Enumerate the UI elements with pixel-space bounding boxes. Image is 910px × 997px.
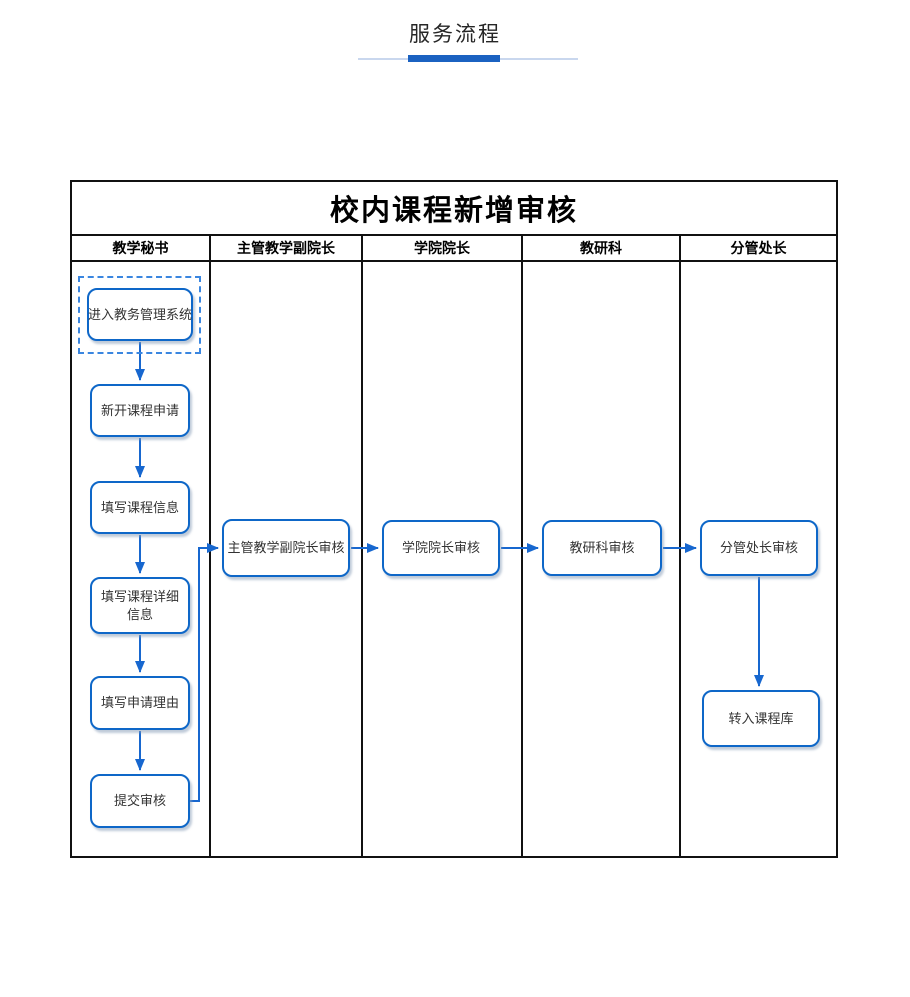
flow-node-vice-dean-review: 主管教学副院长审核 [222,519,350,577]
flow-node-new-course-request: 新开课程申请 [90,384,190,437]
lane-header-division-director: 分管处长 [730,240,787,256]
flow-node-dean-review: 学院院长审核 [382,520,500,576]
flow-node-transfer-course-library: 转入课程库 [702,690,820,747]
lane-header-college-dean: 学院院长 [363,236,523,260]
flow-node-research-section-review: 教研科审核 [542,520,662,576]
lane-header-research-section: 教研科 [523,236,681,260]
lane-research-section [523,262,681,856]
lane-college-dean [363,262,523,856]
flow-node-fill-course-details: 填写课程详细信息 [90,577,190,634]
page-header: 服务流程 [0,0,910,48]
flow-node-enter-system: 进入教务管理系统 [87,288,193,341]
lane-vice-dean [211,262,363,856]
flow-node-division-director-review: 分管处长审核 [700,520,818,576]
lane-header-vice-dean: 主管教学副院长 [211,236,363,260]
title-underline-accent [408,55,500,62]
flow-node-fill-course-info: 填写课程信息 [90,481,190,534]
flowchart-title: 校内课程新增审核 [72,182,836,236]
flow-node-submit-review: 提交审核 [90,774,190,828]
lane-header-row: 教学秘书 主管教学副院长 学院院长 教研科 分管处长 [72,236,836,262]
lane-header-teaching-secretary: 教学秘书 [72,236,211,260]
flow-node-fill-reason: 填写申请理由 [90,676,190,730]
page-title: 服务流程 [409,23,501,46]
